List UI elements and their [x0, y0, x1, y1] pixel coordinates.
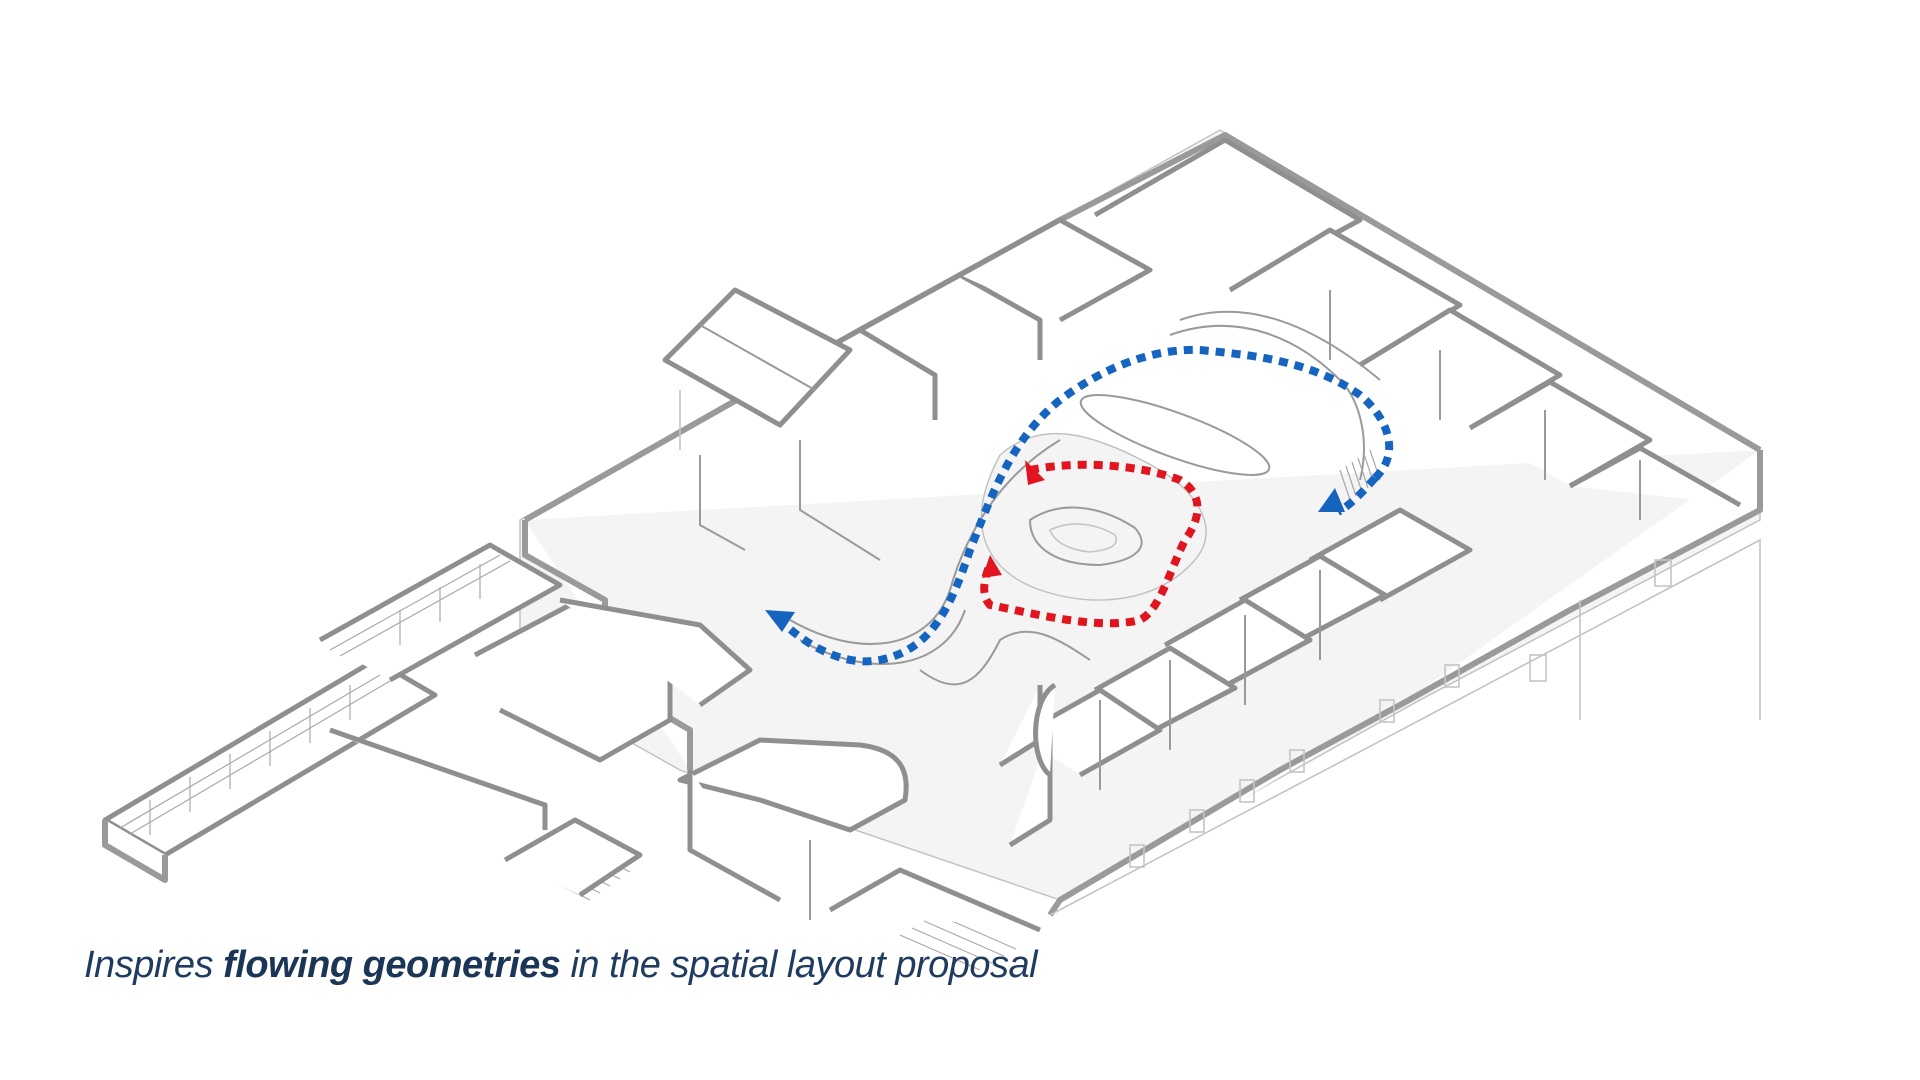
access-ramp: [102, 542, 1041, 971]
arrowhead: [1318, 488, 1345, 512]
caption-suffix: in the spatial layout proposal: [560, 944, 1038, 986]
ribbon-wall-east: [1169, 324, 1365, 481]
south-east-rooms: [1008, 507, 1761, 916]
caption-prefix: Inspires: [84, 944, 224, 986]
caption-emphasis: flowing geometries: [223, 944, 561, 986]
east-rooms: [1093, 137, 1742, 520]
arrowhead: [1025, 460, 1045, 485]
oval-table: [1079, 394, 1271, 476]
south-west-rooms: [473, 597, 1057, 920]
ribbon-wall-west: [789, 439, 1061, 645]
inner-circulation-path: [980, 460, 1202, 628]
diagram-caption: Inspires flowing geometries in the spati…: [84, 944, 1038, 987]
outer-circulation-path: [765, 345, 1394, 666]
arrowhead: [982, 555, 1002, 578]
south-east-wall: [1047, 702, 1402, 917]
north-west-rooms: [662, 217, 1153, 561]
arrowhead: [765, 610, 795, 632]
